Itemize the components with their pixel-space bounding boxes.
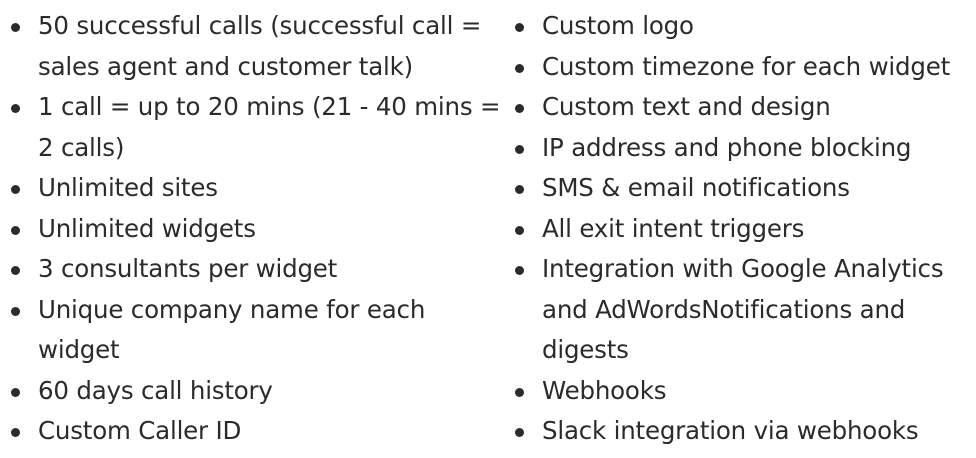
list-item-text: Custom logo [542, 11, 694, 40]
bullet-icon [11, 387, 20, 397]
bullet-icon [515, 104, 524, 113]
bullet-icon [11, 23, 20, 32]
list-item: 60 days call history [0, 371, 504, 412]
bullet-icon [515, 428, 524, 437]
list-item-text: Slack integration via webhooks [542, 416, 919, 445]
list-item-text: Unlimited widgets [38, 213, 256, 243]
list-item-text: 50 successful calls (successful call = s… [38, 11, 482, 81]
list-item: Custom logo [504, 6, 966, 47]
list-item-text: Custom timezone for each widget [542, 51, 951, 81]
bullet-icon [515, 266, 524, 275]
list-item-text: Unique company name for each widget [38, 294, 426, 365]
list-item: All exit intent triggers [504, 209, 966, 250]
feature-column-right: Custom logo Custom timezone for each wid… [504, 6, 966, 452]
list-item: Slack integration via webhooks [504, 411, 966, 452]
bullet-icon [11, 306, 20, 316]
bullet-icon [515, 387, 524, 397]
list-item-text: Custom text and design [542, 92, 831, 121]
list-item: Unlimited widgets [0, 209, 504, 250]
list-item-text: 3 consultants per widget [38, 254, 338, 283]
list-item-text: All exit intent triggers [542, 213, 805, 243]
bullet-icon [515, 225, 524, 235]
bullet-icon [515, 63, 524, 73]
list-item: 50 successful calls (successful call = s… [0, 6, 504, 87]
list-item: Custom text and design [504, 87, 966, 128]
bullet-icon [11, 225, 20, 235]
list-item: Custom timezone for each widget [504, 47, 966, 88]
bullet-icon [11, 428, 20, 437]
list-item: SMS & email notifications [504, 168, 966, 209]
list-item-text: 60 days call history [38, 375, 273, 405]
bullet-icon [11, 185, 20, 194]
bullet-icon [11, 266, 20, 275]
list-item-text: 1 call = up to 20 mins (21 - 40 mins = 2… [38, 92, 501, 162]
list-item-text: Webhooks [542, 375, 667, 405]
list-item: 1 call = up to 20 mins (21 - 40 mins = 2… [0, 87, 504, 168]
bullet-icon [515, 185, 524, 194]
list-item: Unique company name for each widget [0, 290, 504, 371]
bullet-icon [11, 104, 20, 113]
list-item-text: Custom Caller ID [38, 416, 242, 445]
list-item: IP address and phone blocking [504, 128, 966, 169]
bullet-icon [515, 23, 524, 32]
list-item-text: Unlimited sites [38, 173, 218, 202]
list-item: Integration with Google Analytics and Ad… [504, 249, 966, 371]
feature-column-left: 50 successful calls (successful call = s… [0, 6, 504, 452]
list-item: Unlimited sites [0, 168, 504, 209]
list-item-text: Integration with Google Analytics and Ad… [542, 254, 944, 364]
list-item-text: IP address and phone blocking [542, 132, 912, 162]
list-item: Webhooks [504, 371, 966, 412]
list-item: 3 consultants per widget [0, 249, 504, 290]
list-item-text: SMS & email notifications [542, 173, 850, 202]
bullet-icon [515, 144, 524, 154]
list-item: Custom Caller ID [0, 411, 504, 452]
